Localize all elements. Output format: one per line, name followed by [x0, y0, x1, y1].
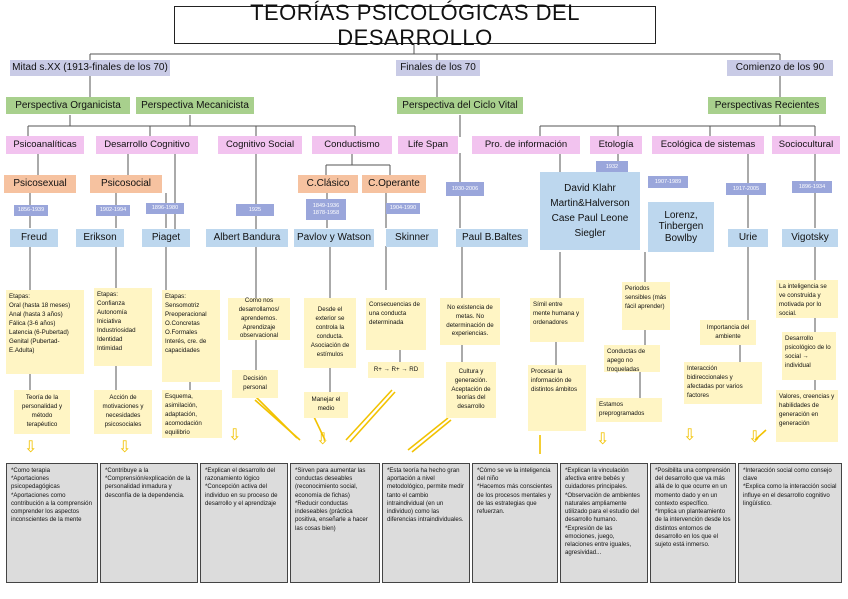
summary-etologia: *Explican la vinculación afectiva entre …: [560, 463, 648, 583]
note-baltes-culture: Cultura y generación. Aceptación de teor…: [446, 362, 496, 418]
subcategory-psicosexual: Psicosexual: [4, 175, 76, 193]
category-psicoanaliticas: Psicoanalíticas: [6, 136, 84, 154]
note-info-simil: Símil entre mente humana y ordenadores: [530, 298, 584, 342]
note-etho-attach: Conductas de apego no troqueladas: [604, 345, 660, 373]
note-pavlov-medio: Manejar el medio: [304, 392, 348, 418]
author-pavlov-watson: Pavlov y Watson: [294, 229, 374, 247]
date-skinner: 1904-1990: [386, 203, 420, 214]
note-bandura-learning: Como nos desarrollamos/ aprendemos. Apre…: [228, 297, 290, 340]
author-bandura: Albert Bandura: [206, 229, 288, 247]
author-piaget: Piaget: [142, 229, 190, 247]
category-life-span: Life Span: [398, 136, 458, 154]
subcategory-c-clasico: C.Clásico: [298, 175, 358, 193]
date-vigotsky: 1896-1934: [792, 181, 832, 193]
era-early-90s: Comienzo de los 90: [727, 60, 833, 76]
date-bandura: 1925: [236, 204, 274, 216]
summary-piaget: *Explican el desarrollo del razonamiento…: [200, 463, 288, 583]
summary-psicosocial: *Contribuye a la *Comprensión/explicació…: [100, 463, 198, 583]
date-freud: 1856-1939: [14, 205, 48, 216]
note-skinner-formula: R+ → R+ → RD: [368, 362, 424, 378]
note-skinner-consequences: Consecuencias de una conducta determinad…: [366, 298, 426, 350]
date-erikson: 1902-1994: [96, 205, 130, 216]
down-arrow-icon: ⇩: [596, 431, 610, 448]
date-piaget: 1896-1980: [146, 203, 184, 214]
category-cognitivo-social: Cognitivo Social: [218, 136, 302, 154]
summary-conductismo: *Sirven para aumentar las conductas dese…: [290, 463, 380, 583]
author-skinner: Skinner: [386, 229, 438, 247]
author-vigotsky: Vigotsky: [782, 229, 838, 247]
note-piaget-schema: Esquema, asimilación, adaptación, acomod…: [162, 390, 222, 438]
summary-life-span: *Esta teoría ha hecho gran aportación a …: [382, 463, 470, 583]
down-arrow-icon: ⇩: [748, 429, 762, 446]
note-baltes-goals: No existencia de metas. No determinación…: [440, 298, 500, 345]
summary-psicoanaliticas: *Como terapia *Aportaciones psicopedagóg…: [6, 463, 98, 583]
category-ecologica: Ecológica de sistemas: [652, 136, 764, 154]
author-klahr-group: David Klahr Martin&Halverson Case Paul L…: [540, 172, 640, 250]
subcategory-c-operante: C.Operante: [362, 175, 426, 193]
note-piaget-stages: Etapas: Sensomotriz Preoperacional O.Con…: [162, 290, 220, 382]
note-soc-development: Desarrollo psicológico de lo social → in…: [782, 332, 836, 380]
date-baltes: 1930-2006: [446, 182, 484, 196]
date-klahr: 1932: [596, 161, 628, 173]
author-erikson: Erikson: [76, 229, 124, 247]
category-conductismo: Conductismo: [312, 136, 392, 154]
down-arrow-icon: ⇩: [316, 431, 330, 448]
author-lorenz-group: Lorenz, Tinbergen Bowlby: [648, 202, 714, 252]
note-soc-intelligence: La inteligencia se ve construida y motiv…: [776, 280, 838, 318]
perspective-organicista: Perspectiva Organicista: [6, 97, 130, 114]
note-etho-preprogrammed: Estamos preprogramados: [596, 398, 662, 422]
date-urie: 1917-2005: [726, 183, 766, 195]
note-soc-values: Valores, creencias y habilidades de gene…: [776, 390, 838, 442]
date-pavlov-watson: 1849-1936 1878-1958: [306, 199, 346, 220]
era-late-70s: Finales de los 70: [396, 60, 480, 76]
down-arrow-icon: ⇩: [228, 427, 242, 444]
down-arrow-icon: ⇩: [24, 439, 38, 456]
note-freud-stages: Etapas: Oral (hasta 18 meses) Anal (hast…: [6, 290, 84, 374]
subcategory-psicosocial: Psicosocial: [90, 175, 162, 193]
author-urie: Urie: [728, 229, 768, 247]
note-eco-interaction: Interacción bidireccionales y afectadas …: [684, 362, 762, 404]
perspective-recientes: Perspectivas Recientes: [708, 97, 826, 114]
summary-sociocultural: *Interacción social como consejo clave *…: [738, 463, 842, 583]
date-lorenz: 1907-1989: [648, 176, 688, 188]
note-freud-theory: Teoría de la personalidad y método terap…: [14, 390, 70, 434]
category-pro-informacion: Pro. de información: [472, 136, 580, 154]
summary-ecologica: *Posibilita una comprensión del desarrol…: [650, 463, 736, 583]
note-erikson-action: Acción de motivaciones y necesidades psi…: [94, 390, 152, 434]
note-info-process: Procesar la información de distintos ámb…: [528, 365, 586, 431]
category-desarrollo-cognitivo: Desarrollo Cognitivo: [96, 136, 198, 154]
author-freud: Freud: [10, 229, 58, 247]
category-sociocultural: Sociocultural: [772, 136, 840, 154]
note-etho-periods: Periodos sensibles (más fácil aprender): [622, 282, 670, 330]
note-pavlov-exterior: Desde el exterior se controla la conduct…: [304, 298, 356, 368]
era-mid-20th-century: Mitad s.XX (1913-finales de los 70): [10, 60, 170, 76]
summary-pro-informacion: *Cómo se ve la inteligencia del niño *Ha…: [472, 463, 558, 583]
perspective-mecanicista: Perspectiva Mecanicista: [136, 97, 254, 114]
note-bandura-decision: Decisión personal: [232, 370, 278, 398]
down-arrow-icon: ⇩: [118, 439, 132, 456]
author-baltes: Paul B.Baltes: [456, 229, 528, 247]
down-arrow-icon: ⇩: [683, 427, 697, 444]
category-etologia: Etología: [590, 136, 642, 154]
page-title: TEORÍAS PSICOLÓGICAS DEL DESARROLLO: [174, 0, 656, 50]
perspective-ciclo-vital: Perspectiva del Ciclo Vital: [397, 97, 523, 114]
note-eco-environment: Importancia del ambiente: [700, 320, 756, 345]
note-erikson-stages: Etapas: Confianza Autonomía Iniciativa I…: [94, 288, 152, 366]
